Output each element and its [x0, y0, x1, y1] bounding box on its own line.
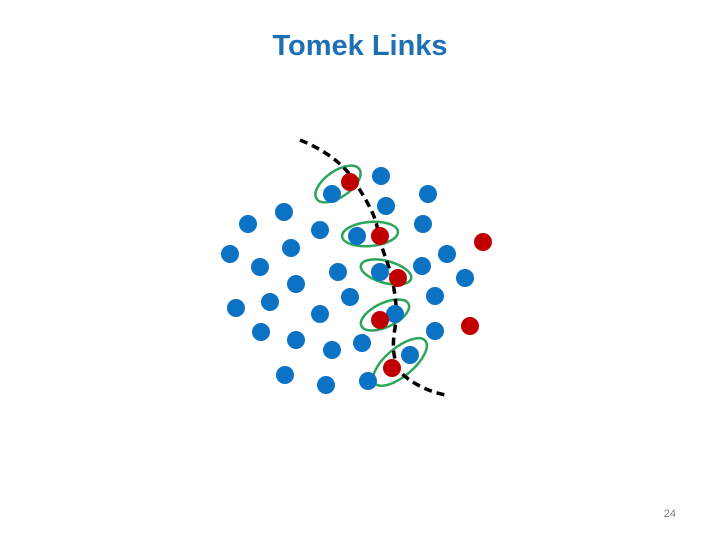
majority-class-point	[261, 293, 279, 311]
minority-class-point	[461, 317, 479, 335]
majority-class-point	[251, 258, 269, 276]
majority-class-point	[359, 372, 377, 390]
minority-class-point	[474, 233, 492, 251]
slide-title: Tomek Links	[272, 30, 448, 62]
majority-class-point	[377, 197, 395, 215]
majority-class-point	[372, 167, 390, 185]
majority-class-point	[371, 263, 389, 281]
majority-class-point	[311, 305, 329, 323]
data-points	[221, 167, 492, 394]
majority-class-point	[353, 334, 371, 352]
majority-class-point	[252, 323, 270, 341]
majority-class-point	[438, 245, 456, 263]
majority-class-point	[414, 215, 432, 233]
majority-class-point	[401, 346, 419, 364]
majority-class-point	[456, 269, 474, 287]
majority-class-point	[287, 331, 305, 349]
majority-class-point	[323, 185, 341, 203]
tomek-link-ellipse	[359, 298, 411, 332]
majority-class-point	[276, 366, 294, 384]
majority-class-point	[317, 376, 335, 394]
minority-class-point	[389, 269, 407, 287]
majority-class-point	[386, 305, 404, 323]
minority-class-point	[341, 173, 359, 191]
majority-class-point	[341, 288, 359, 306]
tomek-link-ellipse	[340, 220, 400, 248]
majority-class-point	[419, 185, 437, 203]
majority-class-point	[282, 239, 300, 257]
majority-class-point	[413, 257, 431, 275]
minority-class-point	[371, 227, 389, 245]
majority-class-point	[329, 263, 347, 281]
majority-class-point	[426, 322, 444, 340]
page-number: 24	[663, 508, 676, 520]
majority-class-point	[426, 287, 444, 305]
majority-class-point	[323, 341, 341, 359]
minority-class-point	[383, 359, 401, 377]
majority-class-point	[227, 299, 245, 317]
majority-class-point	[348, 227, 366, 245]
majority-class-point	[221, 245, 239, 263]
majority-class-point	[287, 275, 305, 293]
minority-class-point	[371, 311, 389, 329]
majority-class-point	[239, 215, 257, 233]
tomek-link-ellipse	[314, 164, 362, 204]
majority-class-point	[311, 221, 329, 239]
tomek-link-ellipse	[359, 258, 413, 286]
majority-class-point	[275, 203, 293, 221]
